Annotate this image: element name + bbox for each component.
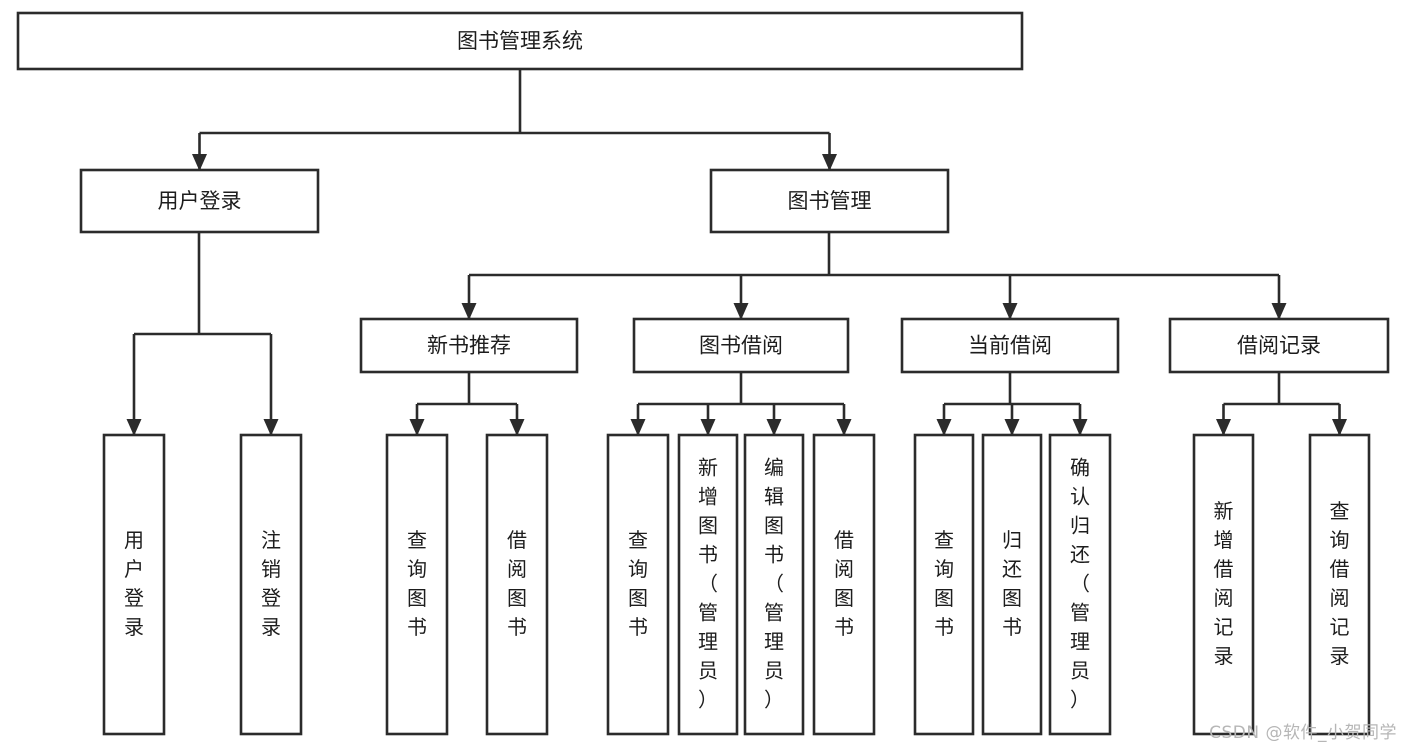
node-label: 查询借阅记录: [1330, 499, 1350, 668]
connector-arrow-icon: [700, 419, 716, 436]
node-book-management[interactable]: 图书管理: [709, 168, 950, 234]
conn-recommend-to-leaves: [409, 372, 525, 436]
connector-arrow-icon: [461, 303, 477, 320]
node-leaf-query-borrow-record[interactable]: 查询借阅记录: [1308, 433, 1371, 736]
node-box[interactable]: [900, 317, 1120, 374]
node-label: 借阅图书: [507, 528, 527, 639]
node-box[interactable]: [359, 317, 579, 374]
connector-arrow-icon: [1332, 419, 1347, 436]
node-box[interactable]: [102, 433, 166, 736]
node-leaf-query-book-borrow[interactable]: 查询图书: [606, 433, 670, 736]
node-box[interactable]: [1168, 317, 1390, 374]
node-leaf-edit-book[interactable]: 编辑图书（管理员）: [743, 433, 805, 736]
node-leaf-add-book[interactable]: 新增图书（管理员）: [677, 433, 739, 736]
connector-arrow-icon: [263, 419, 279, 436]
conn-book-management-to-level3: [461, 232, 1287, 320]
watermark-text: CSDN @软件_小贺同学: [1209, 723, 1397, 743]
node-label: 编辑图书（管理员）: [764, 455, 784, 711]
connector-layer: [126, 69, 1347, 436]
connector-arrow-icon: [1216, 419, 1231, 436]
conn-root-to-level2: [192, 69, 837, 171]
node-label: 确认归还（管理员）: [1070, 455, 1090, 711]
connector-arrow-icon: [192, 154, 207, 171]
node-box[interactable]: [709, 168, 950, 234]
connector-arrow-icon: [733, 303, 749, 320]
node-box[interactable]: [385, 433, 449, 736]
node-box[interactable]: [239, 433, 303, 736]
node-box[interactable]: [677, 433, 739, 736]
node-leaf-add-borrow-record[interactable]: 新增借阅记录: [1192, 433, 1255, 736]
node-box[interactable]: [632, 317, 850, 374]
node-label: 用户登录: [158, 189, 242, 213]
node-box[interactable]: [1192, 433, 1255, 736]
node-box[interactable]: [1308, 433, 1371, 736]
connector-arrow-icon: [509, 419, 525, 436]
node-leaf-confirm-return[interactable]: 确认归还（管理员）: [1048, 433, 1112, 736]
node-box[interactable]: [981, 433, 1043, 736]
connector-arrow-icon: [1271, 303, 1287, 320]
node-label: 查询图书: [628, 528, 648, 639]
node-label: 新增借阅记录: [1214, 499, 1234, 668]
conn-current-to-leaves: [936, 372, 1088, 436]
connector-arrow-icon: [836, 419, 852, 436]
node-label: 借阅图书: [834, 528, 854, 639]
node-leaf-logout[interactable]: 注销登录: [239, 433, 303, 736]
node-leaf-return-book[interactable]: 归还图书: [981, 433, 1043, 736]
node-box[interactable]: [606, 433, 670, 736]
node-box[interactable]: [485, 433, 549, 736]
node-leaf-borrow-book-recommend[interactable]: 借阅图书: [485, 433, 549, 736]
node-borrow-record[interactable]: 借阅记录: [1168, 317, 1390, 374]
conn-borrow-to-leaves: [630, 372, 852, 436]
node-label: 查询图书: [934, 528, 954, 639]
node-label: 归还图书: [1002, 528, 1022, 639]
connector-arrow-icon: [1072, 419, 1088, 436]
connector-arrow-icon: [409, 419, 425, 436]
node-label: 图书借阅: [699, 334, 783, 358]
node-box[interactable]: [913, 433, 975, 736]
node-box[interactable]: [16, 11, 1024, 71]
node-label: 注销登录: [261, 528, 281, 639]
connector-arrow-icon: [1004, 419, 1020, 436]
node-current-borrow[interactable]: 当前借阅: [900, 317, 1120, 374]
node-book-borrow[interactable]: 图书借阅: [632, 317, 850, 374]
node-box[interactable]: [743, 433, 805, 736]
node-leaf-borrow-book[interactable]: 借阅图书: [812, 433, 876, 736]
node-label: 用户登录: [124, 528, 144, 639]
node-label: 图书管理系统: [457, 29, 583, 53]
connector-arrow-icon: [822, 154, 837, 171]
conn-user-login-to-leaves: [126, 232, 279, 436]
node-label: 新书推荐: [427, 334, 511, 358]
connector-arrow-icon: [1002, 303, 1018, 320]
node-user-login[interactable]: 用户登录: [79, 168, 320, 234]
node-label: 借阅记录: [1237, 334, 1321, 358]
node-label: 当前借阅: [968, 334, 1052, 358]
node-leaf-user-login[interactable]: 用户登录: [102, 433, 166, 736]
node-box[interactable]: [1048, 433, 1112, 736]
node-leaf-query-book-recommend[interactable]: 查询图书: [385, 433, 449, 736]
node-label: 查询图书: [407, 528, 427, 639]
node-box[interactable]: [79, 168, 320, 234]
node-label: 新增图书（管理员）: [698, 455, 718, 711]
node-box[interactable]: [812, 433, 876, 736]
node-new-book-recommend[interactable]: 新书推荐: [359, 317, 579, 374]
conn-record-to-leaves: [1216, 372, 1347, 436]
node-leaf-query-book-current[interactable]: 查询图书: [913, 433, 975, 736]
node-label: 图书管理: [788, 189, 872, 213]
connector-arrow-icon: [936, 419, 952, 436]
connector-arrow-icon: [766, 419, 782, 436]
connector-arrow-icon: [630, 419, 646, 436]
node-layer: 图书管理系统用户登录图书管理新书推荐图书借阅当前借阅借阅记录用户登录注销登录查询…: [16, 11, 1390, 736]
connector-arrow-icon: [126, 419, 142, 436]
node-root[interactable]: 图书管理系统: [16, 11, 1024, 71]
